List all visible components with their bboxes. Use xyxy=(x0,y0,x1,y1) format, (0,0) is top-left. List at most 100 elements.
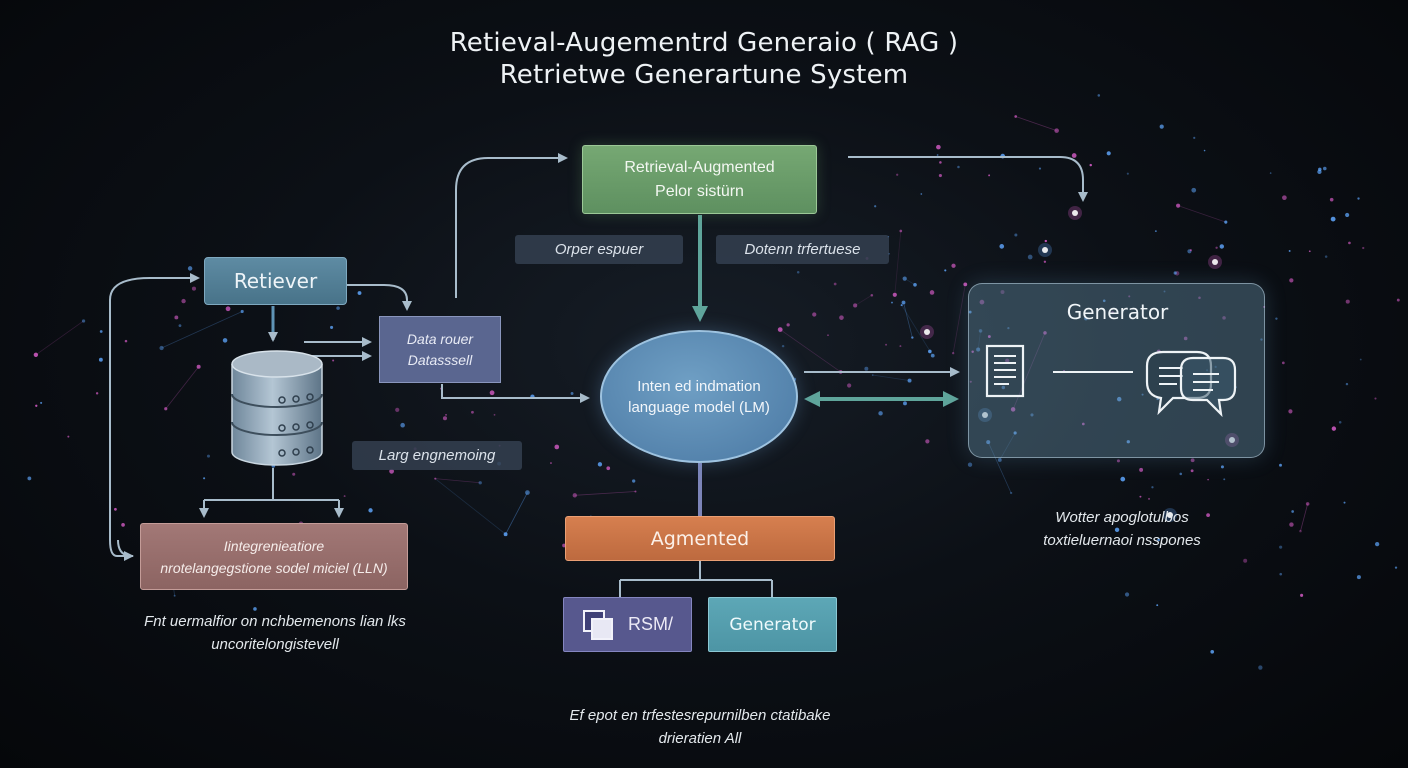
network-node xyxy=(781,344,785,348)
rsm-box[interactable]: RSM/ xyxy=(563,597,692,652)
data-router-box[interactable]: Data rouer Datasssell xyxy=(379,316,501,383)
network-edge xyxy=(435,478,506,535)
network-node xyxy=(1030,413,1034,417)
rag-box-line1: Retrieval-Augmented xyxy=(624,158,775,176)
network-node xyxy=(1139,467,1144,472)
network-node xyxy=(913,282,917,287)
network-node xyxy=(777,327,783,332)
line-augmented-split xyxy=(619,561,773,597)
network-node xyxy=(503,532,508,537)
network-node xyxy=(1223,478,1226,481)
network-glow-core xyxy=(1167,512,1173,518)
network-node xyxy=(979,299,985,305)
network-node xyxy=(632,479,636,483)
network-node xyxy=(1291,510,1294,513)
arrow-db-split-left xyxy=(204,468,339,516)
network-node xyxy=(1111,311,1114,314)
network-node xyxy=(124,339,128,343)
network-node xyxy=(27,476,32,481)
network-node xyxy=(292,472,296,476)
network-node xyxy=(67,435,70,438)
diagram-title-line2: Retrietwe Generartune System xyxy=(499,60,909,90)
network-node xyxy=(1356,575,1361,580)
network-node xyxy=(1189,249,1192,252)
network-node xyxy=(389,468,395,474)
network-node xyxy=(1089,163,1092,167)
network-node xyxy=(929,290,935,295)
network-node xyxy=(1193,136,1196,139)
network-node xyxy=(1097,94,1101,97)
network-node xyxy=(899,345,902,348)
network-edge xyxy=(435,478,481,484)
network-node xyxy=(1005,358,1010,363)
network-node xyxy=(1343,501,1346,504)
bottom-caption: Ef epot en trfestesrepurnilben ctatibake… xyxy=(540,704,860,750)
network-node xyxy=(885,343,888,346)
network-node xyxy=(1154,230,1157,233)
augmented-box[interactable]: Agmented xyxy=(565,516,835,561)
network-node xyxy=(969,380,972,383)
retriever-box[interactable]: Retiever xyxy=(204,257,347,305)
integration-caption-line1: Fnt uermalfior on nchbemenons lian lks xyxy=(144,613,406,630)
network-node xyxy=(98,357,103,362)
network-node xyxy=(368,508,373,513)
network-edge xyxy=(952,284,966,354)
network-node xyxy=(174,315,179,320)
network-glow-core xyxy=(1212,259,1218,265)
network-node xyxy=(332,359,335,362)
network-node xyxy=(471,410,474,414)
network-node xyxy=(968,310,972,314)
network-node xyxy=(1300,593,1304,597)
network-node xyxy=(1126,440,1130,444)
network-node xyxy=(1044,239,1048,243)
network-node xyxy=(900,304,903,307)
network-node xyxy=(572,493,577,498)
network-edge xyxy=(987,441,1012,494)
network-node xyxy=(987,335,991,338)
network-node xyxy=(1198,296,1201,300)
network-node xyxy=(839,315,844,320)
network-edge xyxy=(35,320,84,356)
generator-caption-line2: toxtieluernaoi nsspones xyxy=(1043,532,1201,549)
arrow-retriever-to-data xyxy=(347,284,412,311)
network-node xyxy=(1289,278,1294,283)
network-node xyxy=(634,490,637,493)
network-node xyxy=(812,312,817,317)
network-node xyxy=(1007,327,1010,330)
network-node xyxy=(187,266,193,271)
network-node xyxy=(1114,527,1120,533)
integration-line2: nrotelangegstione sodel miciel (LLN) xyxy=(160,559,388,576)
network-node xyxy=(901,300,906,305)
network-node xyxy=(173,594,176,597)
network-edge xyxy=(574,491,636,496)
network-node xyxy=(1375,541,1380,547)
rag-box-line2: Pelor sistürn xyxy=(655,182,744,200)
generator-panel[interactable]: Generator xyxy=(968,283,1265,458)
network-node xyxy=(1345,299,1350,304)
rag-pipeline-box[interactable]: Retrieval-Augmented Pelor sistürn xyxy=(582,145,817,214)
network-node xyxy=(40,401,43,404)
network-node xyxy=(957,165,960,169)
network-node xyxy=(1305,502,1310,506)
network-node xyxy=(240,309,244,314)
network-node xyxy=(786,323,790,327)
network-node xyxy=(191,286,197,291)
network-node xyxy=(330,325,334,329)
network-node xyxy=(1156,604,1159,607)
network-node xyxy=(1139,495,1142,498)
network-node xyxy=(1151,486,1154,489)
generator-panel-title: Generator xyxy=(1066,300,1169,324)
network-node xyxy=(1258,665,1263,670)
generator-box[interactable]: Generator xyxy=(708,597,837,652)
network-node xyxy=(1279,572,1283,576)
llm-node[interactable]: Inten ed indmation language model (LM) xyxy=(600,330,798,463)
network-edge xyxy=(903,302,913,338)
arrow-loop-to-retriever xyxy=(109,273,200,557)
network-node xyxy=(1329,197,1334,202)
generator-caption: Wotter apoglotulbos toxtieluernaoi nsspo… xyxy=(1012,506,1232,552)
network-node xyxy=(395,407,400,412)
integration-box[interactable]: Iintegrenieatiore nrotelangegstione sode… xyxy=(140,523,408,590)
network-node xyxy=(1054,128,1059,133)
network-node xyxy=(1281,361,1285,365)
network-node xyxy=(222,338,228,343)
